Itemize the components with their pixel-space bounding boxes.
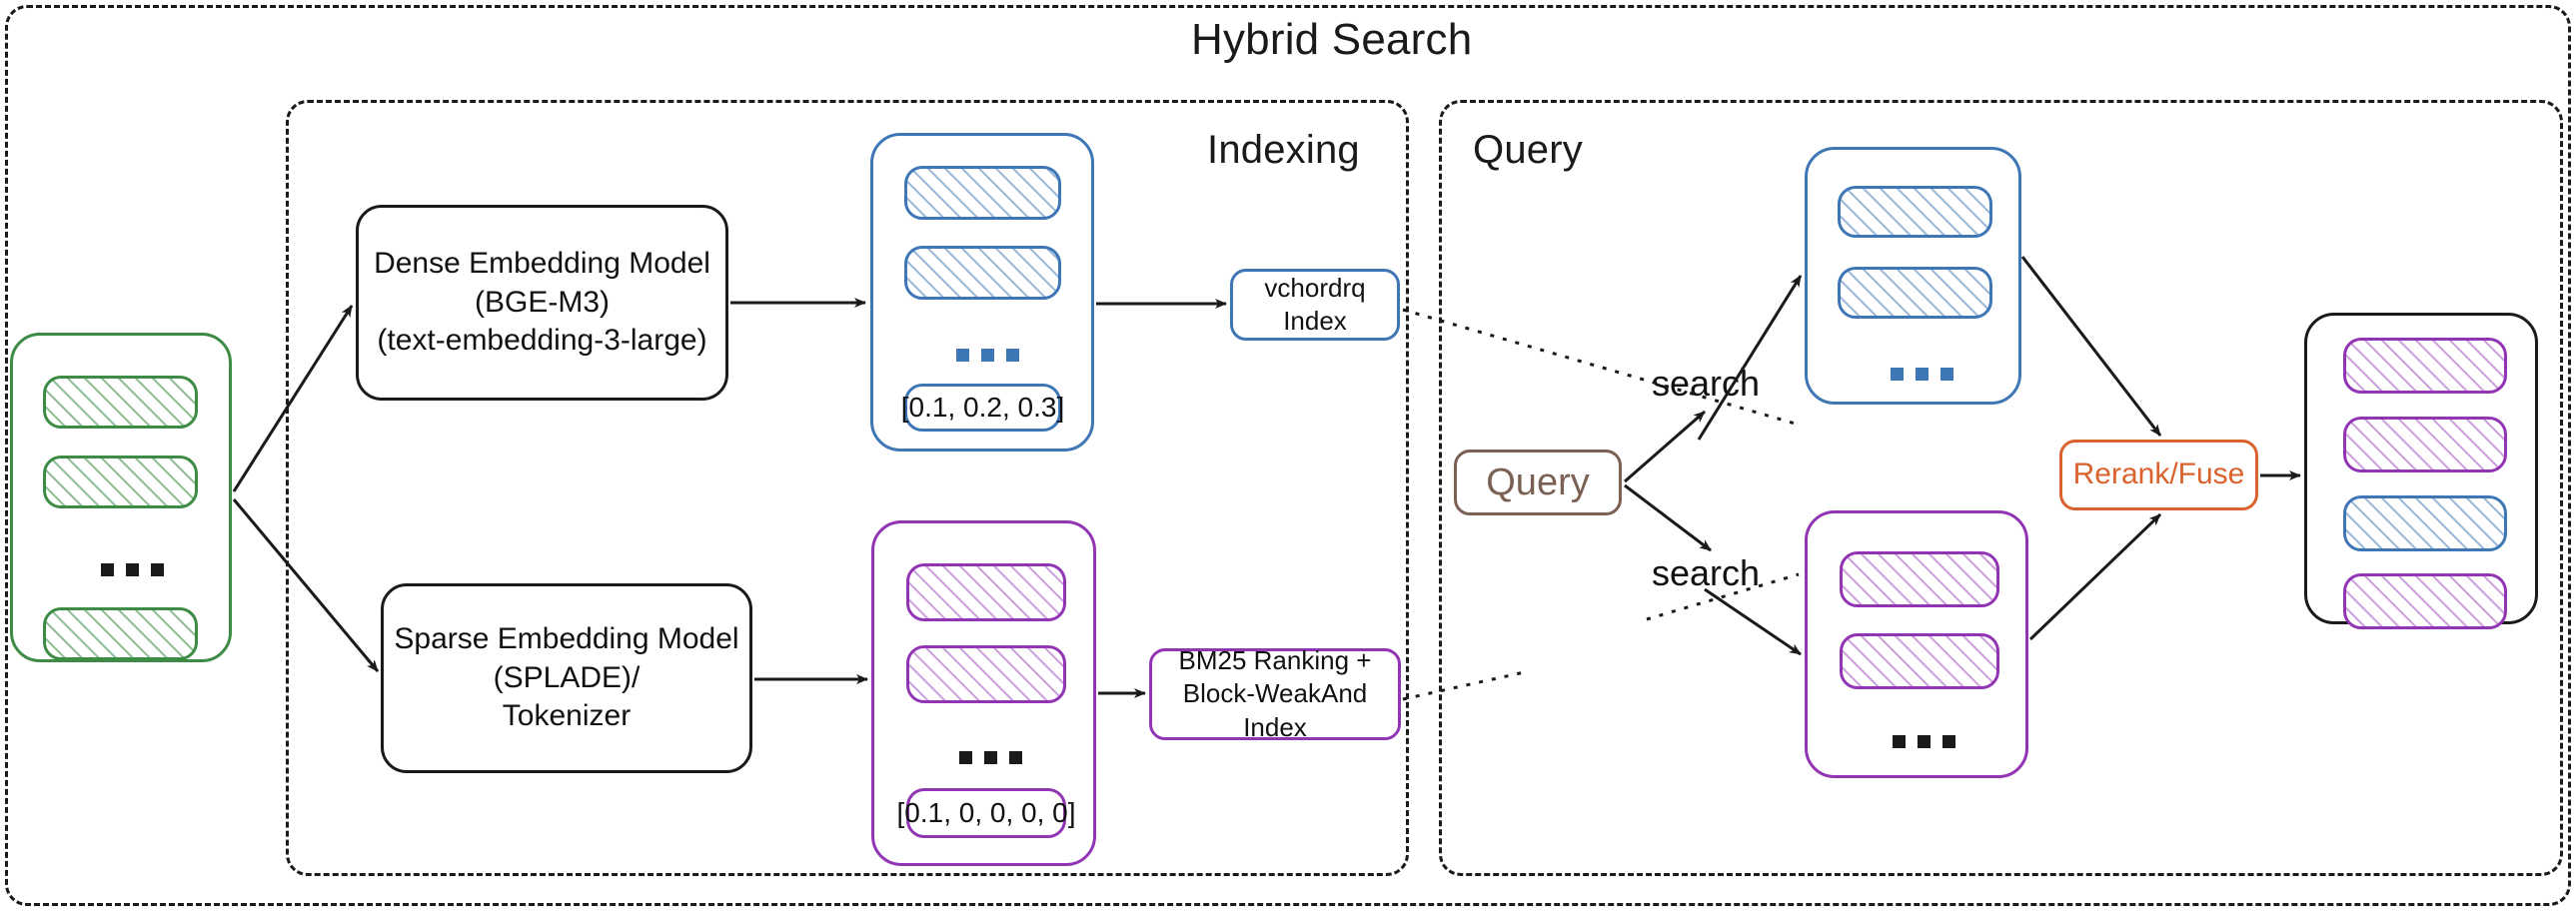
search-label-dense: search	[1652, 363, 1761, 404]
page-title: Hybrid Search	[1191, 15, 1473, 64]
query-sparse-stack-ellipsis	[1893, 735, 1955, 748]
vchordrq-line-1: vchordrq	[1264, 272, 1366, 303]
query-dense-results-stack	[1805, 147, 2021, 405]
sparse-vector-value-chip: [0.1, 0, 0, 0, 0]	[897, 788, 1076, 838]
final-result-chip-blue	[2343, 495, 2507, 551]
sparse-vector-chip	[906, 645, 1066, 703]
source-doc-chip	[43, 376, 198, 429]
sparse-embedding-model-node[interactable]: Sparse Embedding Model (SPLADE)/ Tokeniz…	[381, 583, 752, 773]
vchordrq-line-2: Index	[1283, 306, 1347, 336]
panel-query	[1439, 100, 2563, 876]
dense-vector-chip	[904, 166, 1061, 220]
query-sparse-result-chip	[1840, 551, 1999, 607]
dense-model-line-2: (BGE-M3)	[475, 285, 610, 319]
panel-hybrid-search	[5, 5, 2571, 906]
query-node[interactable]: Query	[1454, 450, 1622, 515]
bm25-index-node[interactable]: BM25 Ranking + Block-WeakAnd Index	[1149, 645, 1401, 742]
sparse-model-line-2: (SPLADE)/	[493, 660, 641, 694]
source-stack-ellipsis	[101, 563, 164, 576]
panel-query-label: Query	[1473, 128, 1583, 172]
vchordrq-index-node[interactable]: vchordrq Index	[1230, 269, 1400, 341]
search-label-sparse: search	[1652, 552, 1761, 593]
bm25-line-2: Block-WeakAnd Index	[1182, 678, 1368, 742]
final-result-chip-purple	[2343, 338, 2507, 394]
query-dense-stack-ellipsis	[1891, 368, 1953, 381]
bm25-line-1: BM25 Ranking +	[1178, 645, 1372, 676]
query-dense-result-chip	[1838, 186, 1992, 238]
sparse-model-line-3: Tokenizer	[502, 699, 632, 733]
dense-model-line-1: Dense Embedding Model	[374, 247, 710, 281]
sparse-stack-ellipsis	[959, 751, 1022, 764]
panel-indexing-label: Indexing	[1207, 128, 1360, 172]
query-sparse-results-stack	[1805, 510, 2028, 778]
source-doc-chip	[43, 607, 198, 660]
dense-vector-stack: [0.1, 0.2, 0.3]	[870, 133, 1094, 452]
query-dense-result-chip	[1838, 267, 1992, 319]
dense-vector-value-chip: [0.1, 0.2, 0.3]	[901, 384, 1064, 432]
dense-embedding-model-node[interactable]: Dense Embedding Model (BGE-M3) (text-emb…	[356, 205, 728, 401]
dense-stack-ellipsis	[956, 349, 1019, 362]
query-sparse-result-chip	[1840, 633, 1999, 689]
source-documents-stack	[10, 333, 232, 662]
final-result-chip-purple	[2343, 573, 2507, 629]
dense-vector-chip	[904, 246, 1061, 300]
final-result-chip-purple	[2343, 417, 2507, 472]
final-results-stack	[2304, 313, 2538, 629]
sparse-vector-chip	[906, 563, 1066, 621]
sparse-vector-stack: [0.1, 0, 0, 0, 0]	[871, 520, 1096, 866]
sparse-model-line-1: Sparse Embedding Model	[394, 622, 739, 656]
rerank-fuse-node[interactable]: Rerank/Fuse	[2059, 440, 2258, 510]
source-doc-chip	[43, 456, 198, 508]
dense-model-line-3: (text-embedding-3-large)	[377, 324, 707, 358]
